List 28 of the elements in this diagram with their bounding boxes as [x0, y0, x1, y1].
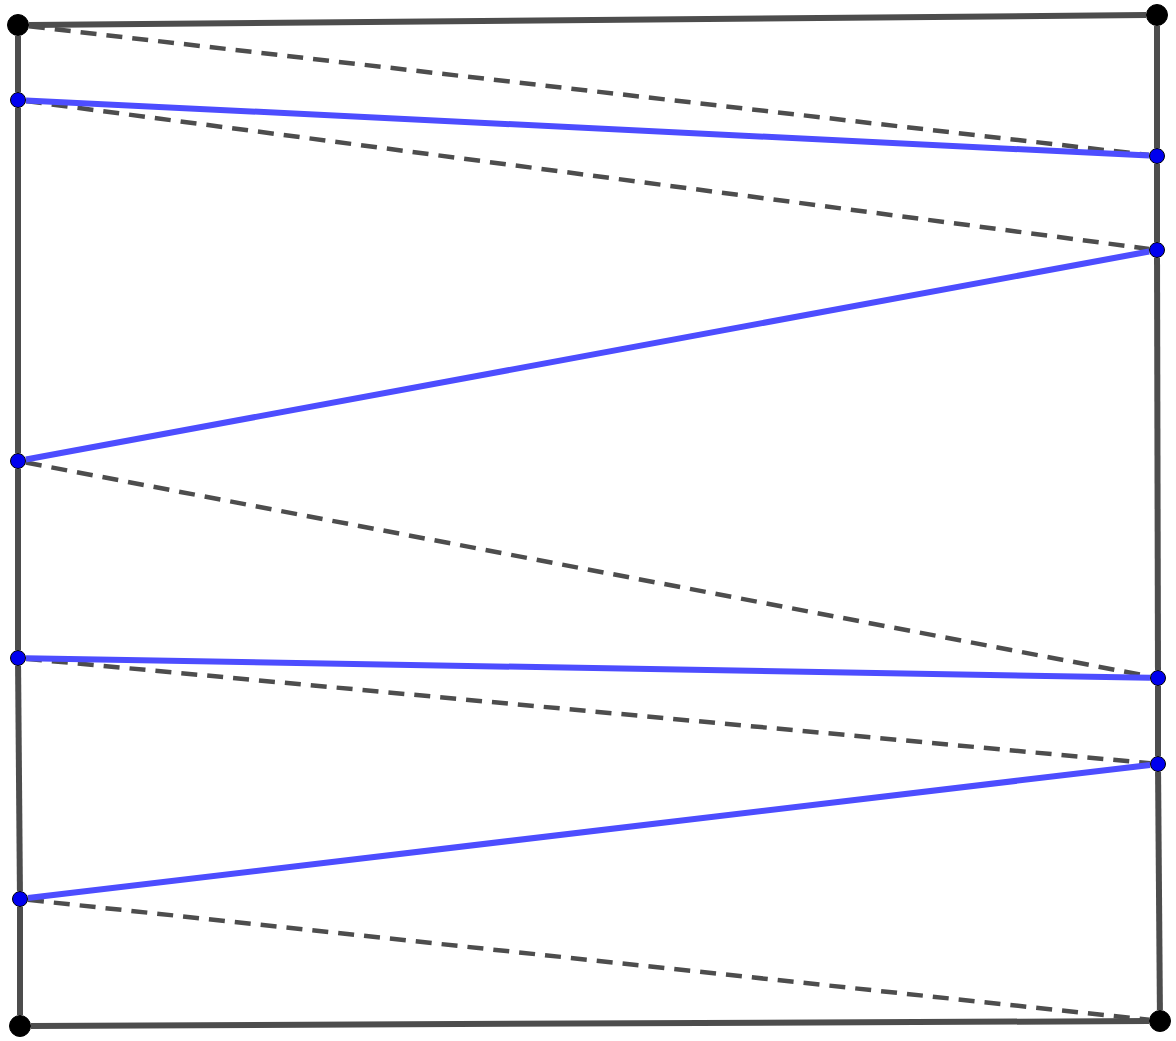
division-point [10, 650, 26, 666]
corner-point [7, 14, 29, 36]
division-point [1150, 756, 1166, 772]
line-segment [25, 655, 1151, 681]
line-segment [31, 1018, 1149, 1029]
line-segment [1155, 686, 1161, 756]
division-point [10, 453, 26, 469]
line-segment [25, 248, 1150, 463]
line-segment [1154, 164, 1160, 242]
line-segment [28, 12, 1147, 28]
line-segment [1155, 771, 1163, 1011]
line-segment [1154, 26, 1160, 148]
corner-point [9, 1015, 31, 1037]
line-segment [1154, 258, 1161, 670]
division-point [1149, 148, 1165, 164]
division-point [1150, 670, 1166, 686]
corner-point [1146, 4, 1168, 26]
line-segment [15, 665, 23, 892]
division-point [12, 891, 28, 907]
line-segment [15, 36, 21, 92]
line-segment [15, 469, 21, 650]
division-point [10, 92, 26, 108]
corner-point [1149, 1010, 1171, 1032]
line-segment [15, 108, 21, 453]
line-segment [17, 907, 23, 1015]
line-segment [27, 761, 1151, 902]
line-segment [25, 97, 1150, 159]
division-point [1149, 242, 1165, 258]
